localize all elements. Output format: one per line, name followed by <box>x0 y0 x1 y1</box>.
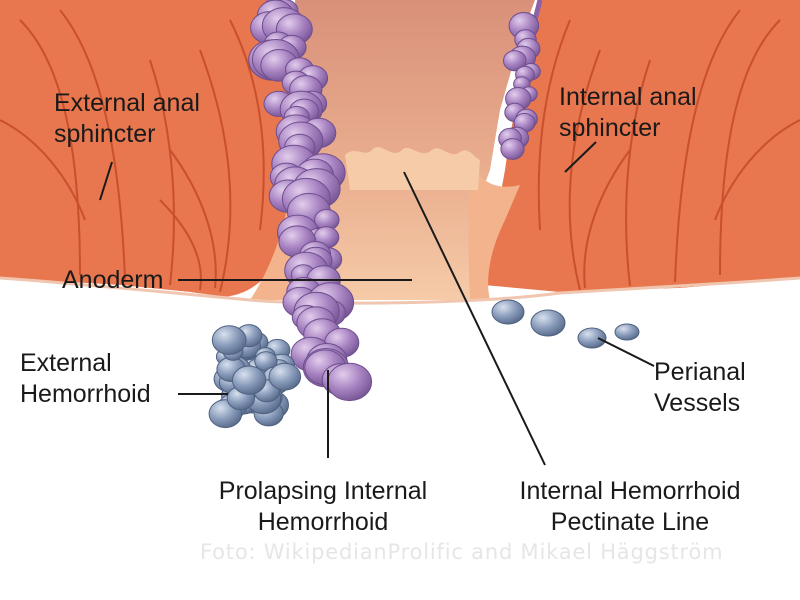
perianal-vessel <box>491 299 525 325</box>
varix-blob <box>500 138 525 160</box>
pectinate-line <box>345 147 480 190</box>
anal-canal <box>295 0 535 300</box>
perianal-vessels-group <box>491 299 640 349</box>
varix-blob <box>503 50 527 72</box>
varix-blob <box>211 325 247 355</box>
internal-hemorrhoid-cluster <box>248 0 543 402</box>
label-perianal-vessels: Perianal Vessels <box>654 358 746 417</box>
muscle-fibers-right <box>537 9 800 291</box>
left-sphincter-muscle <box>0 0 298 297</box>
varix-blob <box>268 362 302 391</box>
muscle-fibers-left <box>0 9 265 293</box>
leader-external-anal-sphincter <box>99 161 113 201</box>
leader-lines <box>99 141 655 466</box>
perianal-vessel <box>530 309 566 337</box>
label-prolapsing-internal-hemorrhoid: Prolapsing Internal Hemorrhoid <box>218 477 428 536</box>
leader-pectinate-line <box>403 171 546 466</box>
image-credit: Foto: WikipedianProlific and Mikael Hägg… <box>200 540 724 564</box>
perianal-skin <box>0 278 800 320</box>
label-anoderm: Anoderm <box>62 266 164 294</box>
leader-perianal-vessels <box>597 337 655 367</box>
varix-blob <box>232 365 267 395</box>
external-hemorrhoid-cluster <box>208 324 302 429</box>
varix-blob <box>327 362 373 402</box>
right-mucosa <box>468 160 520 300</box>
label-internal-anal-sphincter: Internal anal sphincter <box>559 83 697 142</box>
label-internal-hemorrhoid-pectinate-line: Internal Hemorrhoid Pectinate Line <box>519 477 741 536</box>
label-external-anal-sphincter: External anal sphincter <box>54 89 200 148</box>
label-external-hemorrhoid: External Hemorrhoid <box>20 349 151 408</box>
perianal-vessel <box>614 323 640 341</box>
leader-internal-anal-sphincter <box>564 141 597 173</box>
perianal-vessel <box>577 327 607 349</box>
